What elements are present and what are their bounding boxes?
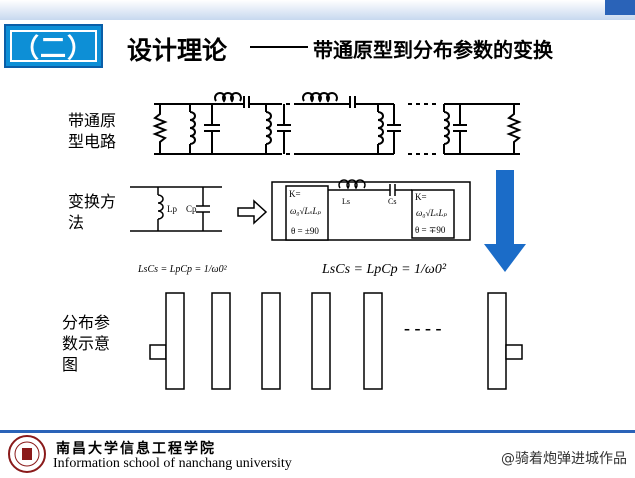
page-title: 设计理论 <box>127 36 228 65</box>
method-lc-pair <box>130 186 222 232</box>
prototype-circuit <box>152 92 522 155</box>
shunt-inductor-3 <box>377 111 384 145</box>
equation-small: LsCs = LpCp = 1/ω0² <box>137 264 228 275</box>
ls-inductor <box>338 179 366 190</box>
inverter1-k: K= <box>289 189 301 199</box>
footer-divider <box>0 430 635 433</box>
top-band <box>0 0 635 20</box>
label-method: 变换方法 <box>68 192 117 232</box>
cs-label: Cs <box>388 197 396 206</box>
series-inductor-2 <box>302 92 338 103</box>
lp-inductor <box>157 194 164 220</box>
inverter1-theta: θ = ±90 <box>291 226 319 236</box>
shunt-inductor-1 <box>189 111 196 145</box>
school-name-en: Information school of nanchang universit… <box>53 456 292 471</box>
inverter2-k: K= <box>415 192 427 202</box>
load-resistor <box>506 104 522 154</box>
page-subtitle: 带通原型到分布参数的变换 <box>313 38 553 62</box>
label-prototype: 带通原型电路 <box>68 111 117 151</box>
school-name-cn: 南昌大学信息工程学院 <box>56 441 216 457</box>
source-resistor <box>152 104 168 154</box>
label-distributed: 分布参数示意图 <box>62 313 111 374</box>
ls-label: Ls <box>342 197 350 206</box>
shunt-inductor-2 <box>265 111 272 145</box>
author-watermark: @骑着炮弹进城作品 <box>501 451 627 467</box>
inverter2-formula: ω₀√LₛLₚ <box>416 208 447 218</box>
down-arrow <box>484 170 526 272</box>
inverter-circuit <box>271 179 471 241</box>
inverter1-formula: ω₀√LₛLₚ <box>290 206 321 216</box>
elements-dashes: - - - - <box>404 318 441 338</box>
equation-large: LsCs = LpCp = 1/ω0² <box>321 262 447 277</box>
cp-label: Cp <box>186 204 197 214</box>
series-inductor-1 <box>214 92 242 103</box>
top-band-accent <box>605 0 635 15</box>
university-logo-icon <box>7 434 47 478</box>
distributed-elements <box>149 292 523 390</box>
inverter2-theta: θ = ∓90 <box>415 225 446 235</box>
section-number-box: （二） <box>4 24 103 68</box>
section-number: （二） <box>10 30 97 64</box>
transform-arrow <box>237 199 268 225</box>
shunt-inductor-4 <box>443 111 450 145</box>
title-dash <box>250 46 308 48</box>
lp-label: Lp <box>167 204 177 214</box>
prototype-dashes <box>286 103 440 155</box>
